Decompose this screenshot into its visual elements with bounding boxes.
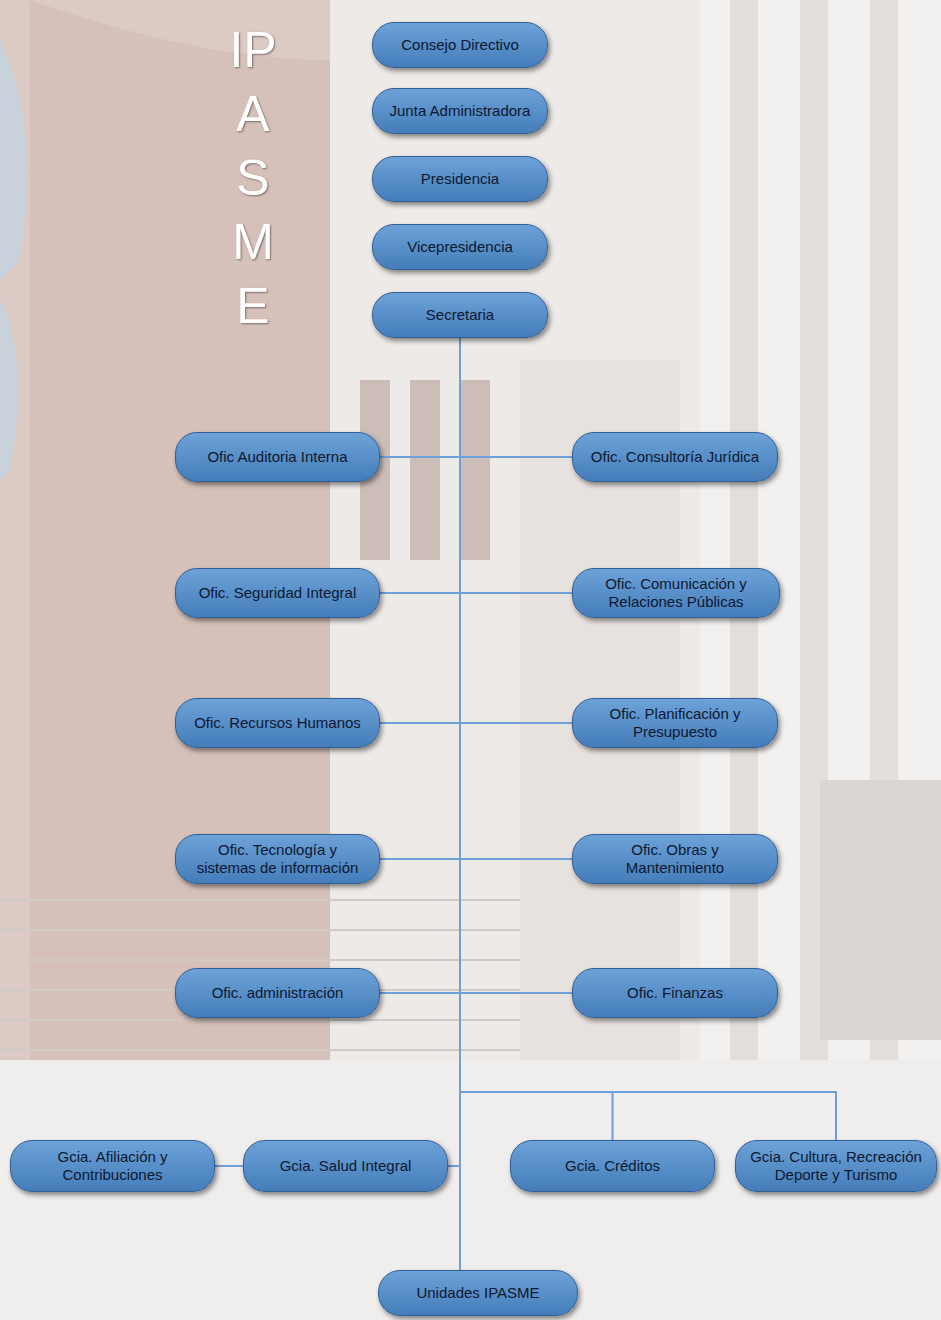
node-label: Ofic. Comunicación y Relaciones Públicas: [584, 575, 768, 611]
node-label: Gcia. Cultura, Recreación Deporte y Turi…: [747, 1148, 925, 1184]
org-connector: [448, 338, 460, 1166]
org-connector: [380, 338, 460, 593]
node-label: Ofic. Consultoría Jurídica: [591, 448, 759, 466]
org-connector: [460, 338, 572, 593]
org-connector: [380, 338, 460, 859]
management-box: Gcia. Afiliación y Contribuciones: [10, 1140, 215, 1192]
node-label: Gcia. Salud Integral: [280, 1157, 412, 1175]
management-box: Gcia. Créditos: [510, 1140, 715, 1192]
building-sign: IPASME: [228, 18, 278, 338]
board-box: Junta Administradora: [372, 88, 548, 134]
management-box: Gcia. Cultura, Recreación Deporte y Turi…: [735, 1140, 937, 1192]
office-box: Ofic. Seguridad Integral: [175, 568, 380, 618]
node-label: Ofic. Seguridad Integral: [199, 584, 357, 602]
org-connector: [460, 338, 836, 1140]
node-label: Gcia. Créditos: [565, 1157, 660, 1175]
office-box: Ofic. Consultoría Jurídica: [572, 432, 778, 482]
board-box: Secretaria: [372, 292, 548, 338]
node-label: Ofic Auditoria Interna: [207, 448, 347, 466]
unit-box: Unidades IPASME: [378, 1270, 578, 1316]
node-label: Secretaria: [426, 306, 494, 324]
office-box: Ofic. Tecnología y sistemas de informaci…: [175, 834, 380, 884]
node-label: Ofic. Obras y Mantenimiento: [584, 841, 766, 877]
office-box: Ofic. Recursos Humanos: [175, 698, 380, 748]
org-connector: [460, 338, 572, 723]
node-label: Consejo Directivo: [401, 36, 519, 54]
board-box: Consejo Directivo: [372, 22, 548, 68]
node-label: Ofic. Tecnología y sistemas de informaci…: [187, 841, 368, 877]
org-connector: [460, 338, 461, 1270]
board-box: Vicepresidencia: [372, 224, 548, 270]
board-box: Presidencia: [372, 156, 548, 202]
org-connector: [380, 338, 460, 457]
org-connector: [460, 338, 572, 457]
node-label: Gcia. Afiliación y Contribuciones: [22, 1148, 203, 1184]
node-label: Presidencia: [421, 170, 499, 188]
node-label: Ofic. Planificación y Presupuesto: [584, 705, 766, 741]
office-box: Ofic. Comunicación y Relaciones Públicas: [572, 568, 780, 618]
node-label: Unidades IPASME: [416, 1284, 539, 1302]
office-box: Ofic. Obras y Mantenimiento: [572, 834, 778, 884]
office-box: Ofic. Planificación y Presupuesto: [572, 698, 778, 748]
office-box: Ofic Auditoria Interna: [175, 432, 380, 482]
node-label: Vicepresidencia: [407, 238, 513, 256]
org-connector: [460, 338, 572, 859]
org-connector: [380, 338, 460, 723]
node-label: Ofic. Recursos Humanos: [194, 714, 361, 732]
org-connector: [460, 338, 572, 993]
node-label: Junta Administradora: [390, 102, 531, 120]
org-connector: [380, 338, 460, 993]
management-box: Gcia. Salud Integral: [243, 1140, 448, 1192]
office-box: Ofic. administración: [175, 968, 380, 1018]
node-label: Ofic. administración: [212, 984, 344, 1002]
node-label: Ofic. Finanzas: [627, 984, 723, 1002]
office-box: Ofic. Finanzas: [572, 968, 778, 1018]
